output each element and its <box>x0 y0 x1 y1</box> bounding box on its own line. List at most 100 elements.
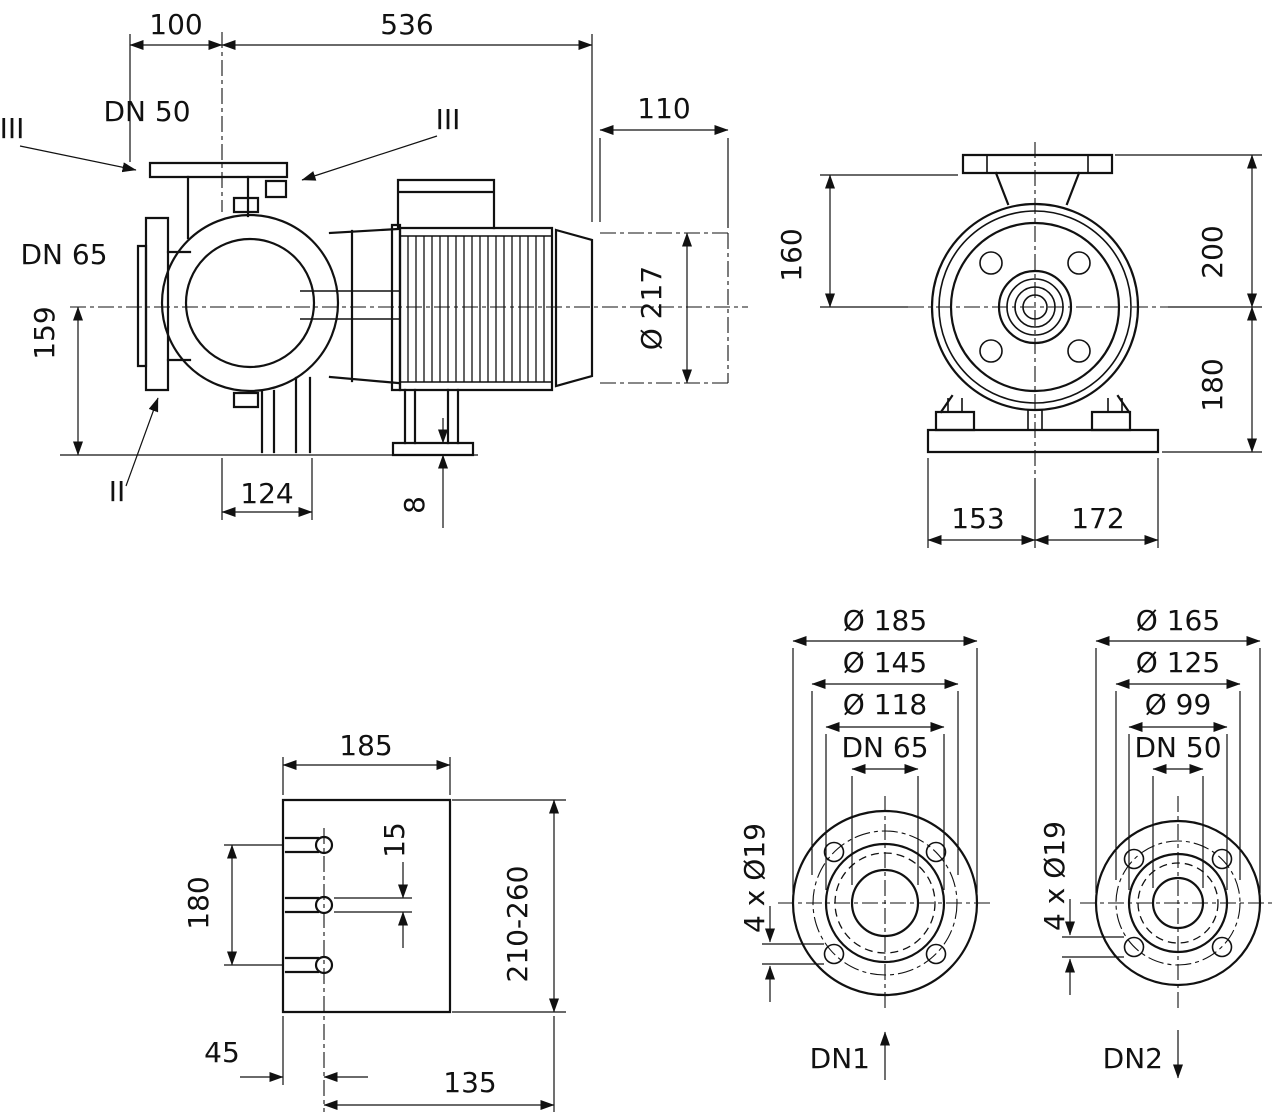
flange2-bolt-hole-1 <box>1123 848 1145 870</box>
front-base-plate <box>926 428 1160 454</box>
motor-foot <box>403 388 460 445</box>
volute-outer <box>160 213 340 393</box>
dim-135-label: 135 <box>443 1066 496 1099</box>
slot-middle <box>284 896 320 914</box>
slot-middle-end <box>314 895 334 915</box>
front-neck <box>994 171 1081 206</box>
flange2-dn-extensions <box>1152 776 1204 888</box>
motor-frame-lines <box>400 235 552 383</box>
flange2-d165-label: Ø 165 <box>1136 604 1220 637</box>
flange1-outer-circle <box>791 809 979 997</box>
dim-153-label: 153 <box>951 502 1004 535</box>
section-iii-left-leader <box>19 145 137 173</box>
flange2-hole-extensions <box>1062 936 1124 958</box>
shaft-lines <box>300 290 400 320</box>
dim-160-extensions <box>820 174 958 308</box>
dim-124-label: 124 <box>240 477 293 510</box>
flange1-bolt-hole-1 <box>823 841 845 863</box>
front-bolt-hole-1 <box>979 251 1003 275</box>
lantern <box>328 227 400 385</box>
flange1-d145-extensions <box>811 691 959 875</box>
dim-15-label: 15 <box>378 822 411 858</box>
flange2-bolt-hole-2 <box>1211 848 1233 870</box>
flange1-bolt-hole-4 <box>925 943 947 965</box>
suction-port-label: DN 65 <box>20 238 107 271</box>
motor-diameter-label: Ø 217 <box>635 266 668 350</box>
dim-110-label: 110 <box>637 92 690 125</box>
front-bolt-hole-2 <box>1067 251 1091 275</box>
foot-plate-outline <box>281 798 452 1014</box>
dim-185-extensions <box>282 757 451 795</box>
fan-cover <box>554 228 594 388</box>
discharge-neck <box>186 175 250 240</box>
dim-160-label: 160 <box>775 228 808 281</box>
slot-bottom-end <box>314 955 334 975</box>
dim-15-extensions <box>334 897 412 913</box>
dim-159-label: 159 <box>28 306 61 359</box>
side-view: 100 536 110 DN 50 DN 65 159 Ø 217 124 8 … <box>0 8 748 528</box>
dim-range-extensions <box>452 799 566 1112</box>
section-iii-right-label: III <box>436 103 461 136</box>
terminal-box <box>396 178 496 230</box>
front-foot-right <box>1090 410 1132 432</box>
flange2-outer-circle <box>1094 819 1262 987</box>
flange2-d125-extensions <box>1115 691 1241 880</box>
motor-foot-plate <box>391 441 475 457</box>
flange2-bolt-hole-3 <box>1123 936 1145 958</box>
slot-top-end <box>314 835 334 855</box>
flange1-dn-label: DN 65 <box>841 731 928 764</box>
front-flange-circle <box>949 221 1121 393</box>
flange1-holes-label: 4 x Ø19 <box>738 823 771 933</box>
dim-185-label: 185 <box>339 729 392 762</box>
discharge-port-label: DN 50 <box>103 95 190 128</box>
vent-plug <box>264 179 288 199</box>
flange1-bolt-circle <box>812 830 958 976</box>
flange1-d145-label: Ø 145 <box>843 646 927 679</box>
dim-180-extensions <box>224 844 283 966</box>
suction-neck <box>166 250 192 362</box>
front-foot-left <box>934 410 976 432</box>
front-hub-1 <box>997 269 1073 345</box>
motor-flange <box>390 223 402 392</box>
drain-pipe <box>260 389 276 454</box>
flange1-d118-extensions <box>825 734 945 890</box>
flange1-d118-label: Ø 118 <box>843 688 927 721</box>
front-hub-2 <box>1006 278 1064 336</box>
dim-100-label: 100 <box>149 8 202 41</box>
discharge-flange-view: Ø 165 Ø 125 Ø 99 DN 50 4 x Ø19 DN2 <box>1038 604 1274 1079</box>
dim-range-label: 210-260 <box>501 866 534 983</box>
front-discharge-flange <box>961 153 1114 175</box>
flange2-d99-label: Ø 99 <box>1145 688 1212 721</box>
front-foot-bolts <box>947 398 1123 430</box>
dim-45-label: 45 <box>204 1036 240 1069</box>
front-outer-circle <box>930 202 1140 412</box>
flange2-hidden-circle <box>1137 862 1219 944</box>
casing-bolt-bottom <box>232 391 260 409</box>
flange1-d185-extensions <box>792 648 978 893</box>
suction-flange-view: Ø 185 Ø 145 Ø 118 DN 65 4 x Ø19 DN1 <box>738 604 992 1080</box>
slot-top <box>284 836 320 854</box>
section-iii-left-label: III <box>0 112 24 145</box>
flange1-d185-label: Ø 185 <box>843 604 927 637</box>
flange1-hidden-circle <box>834 852 936 954</box>
flange2-bolt-hole-4 <box>1211 936 1233 958</box>
front-view: 160 200 180 153 172 <box>775 142 1262 548</box>
motor-body <box>398 226 554 392</box>
flange2-d125-label: Ø 125 <box>1136 646 1220 679</box>
front-shaft <box>1022 294 1048 320</box>
front-flange-bolt-ticks <box>986 155 1089 173</box>
dim-180-label: 180 <box>1196 358 1229 411</box>
flange2-face-circle <box>1127 852 1229 954</box>
front-bolt-hole-4 <box>1067 339 1091 363</box>
section-ii-label: II <box>109 475 126 508</box>
suction-face <box>136 244 148 368</box>
slot-bottom <box>284 956 320 974</box>
volute-inner <box>184 237 316 369</box>
flange2-bore-circle <box>1151 876 1205 930</box>
dim-8-label: 8 <box>398 496 431 514</box>
front-hub-3 <box>1014 286 1056 328</box>
top-extension-lines <box>129 34 593 222</box>
flange2-holes-label: 4 x Ø19 <box>1038 821 1071 931</box>
flange1-face-circle <box>824 842 946 964</box>
motor-fins <box>407 236 545 382</box>
